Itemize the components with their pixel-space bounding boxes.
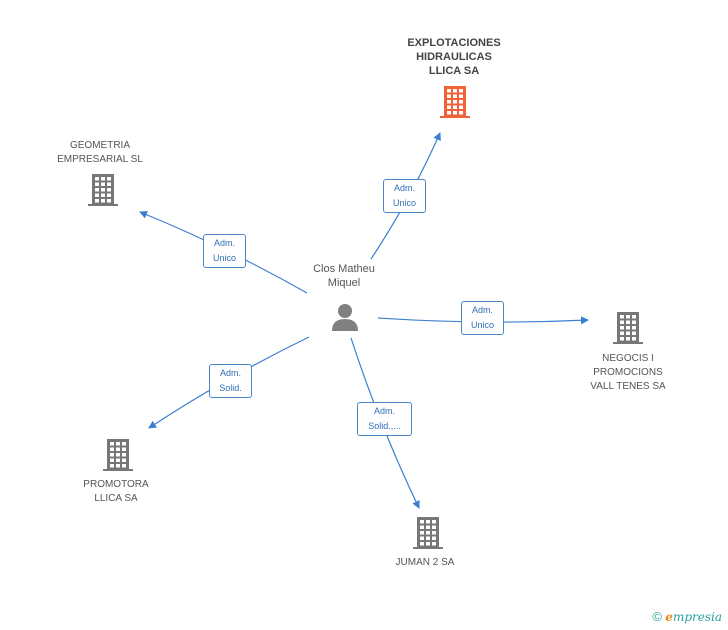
building-icon-explotaciones[interactable]: [440, 86, 470, 118]
company-label-negocis[interactable]: NEGOCIS I PROMOCIONS VALL TENES SA: [590, 353, 666, 392]
company-label-explotaciones[interactable]: EXPLOTACIONES HIDRAULICAS LLICA SA: [407, 37, 501, 77]
role-badge-negocis[interactable]: Adm. Unico: [461, 301, 504, 335]
role-badge-explotaciones[interactable]: Adm. Unico: [383, 179, 426, 213]
building-icon-juman[interactable]: [413, 517, 443, 549]
role-badge-geometria[interactable]: Adm. Unico: [203, 234, 246, 268]
company-label-juman[interactable]: JUMAN 2 SA: [395, 557, 455, 568]
brand-logo-text: mpresia: [672, 610, 722, 624]
brand-logo-e: e: [665, 610, 673, 624]
copyright-symbol: ©: [652, 609, 662, 624]
company-label-geometria[interactable]: GEOMETRIA EMPRESARIAL SL: [57, 140, 143, 165]
building-icon-negocis[interactable]: [613, 312, 643, 344]
role-badge-promotora[interactable]: Adm. Solid.: [209, 364, 252, 398]
building-icon-geometria[interactable]: [88, 174, 118, 206]
center-person-label[interactable]: Clos Matheu Miquel: [313, 263, 375, 289]
empresia-brand[interactable]: © empresia: [652, 609, 722, 624]
building-icon-promotora[interactable]: [103, 439, 133, 471]
person-icon[interactable]: [332, 304, 358, 331]
role-badge-juman[interactable]: Adm. Solid.,...: [357, 402, 412, 436]
company-label-promotora[interactable]: PROMOTORA LLICA SA: [83, 479, 149, 504]
